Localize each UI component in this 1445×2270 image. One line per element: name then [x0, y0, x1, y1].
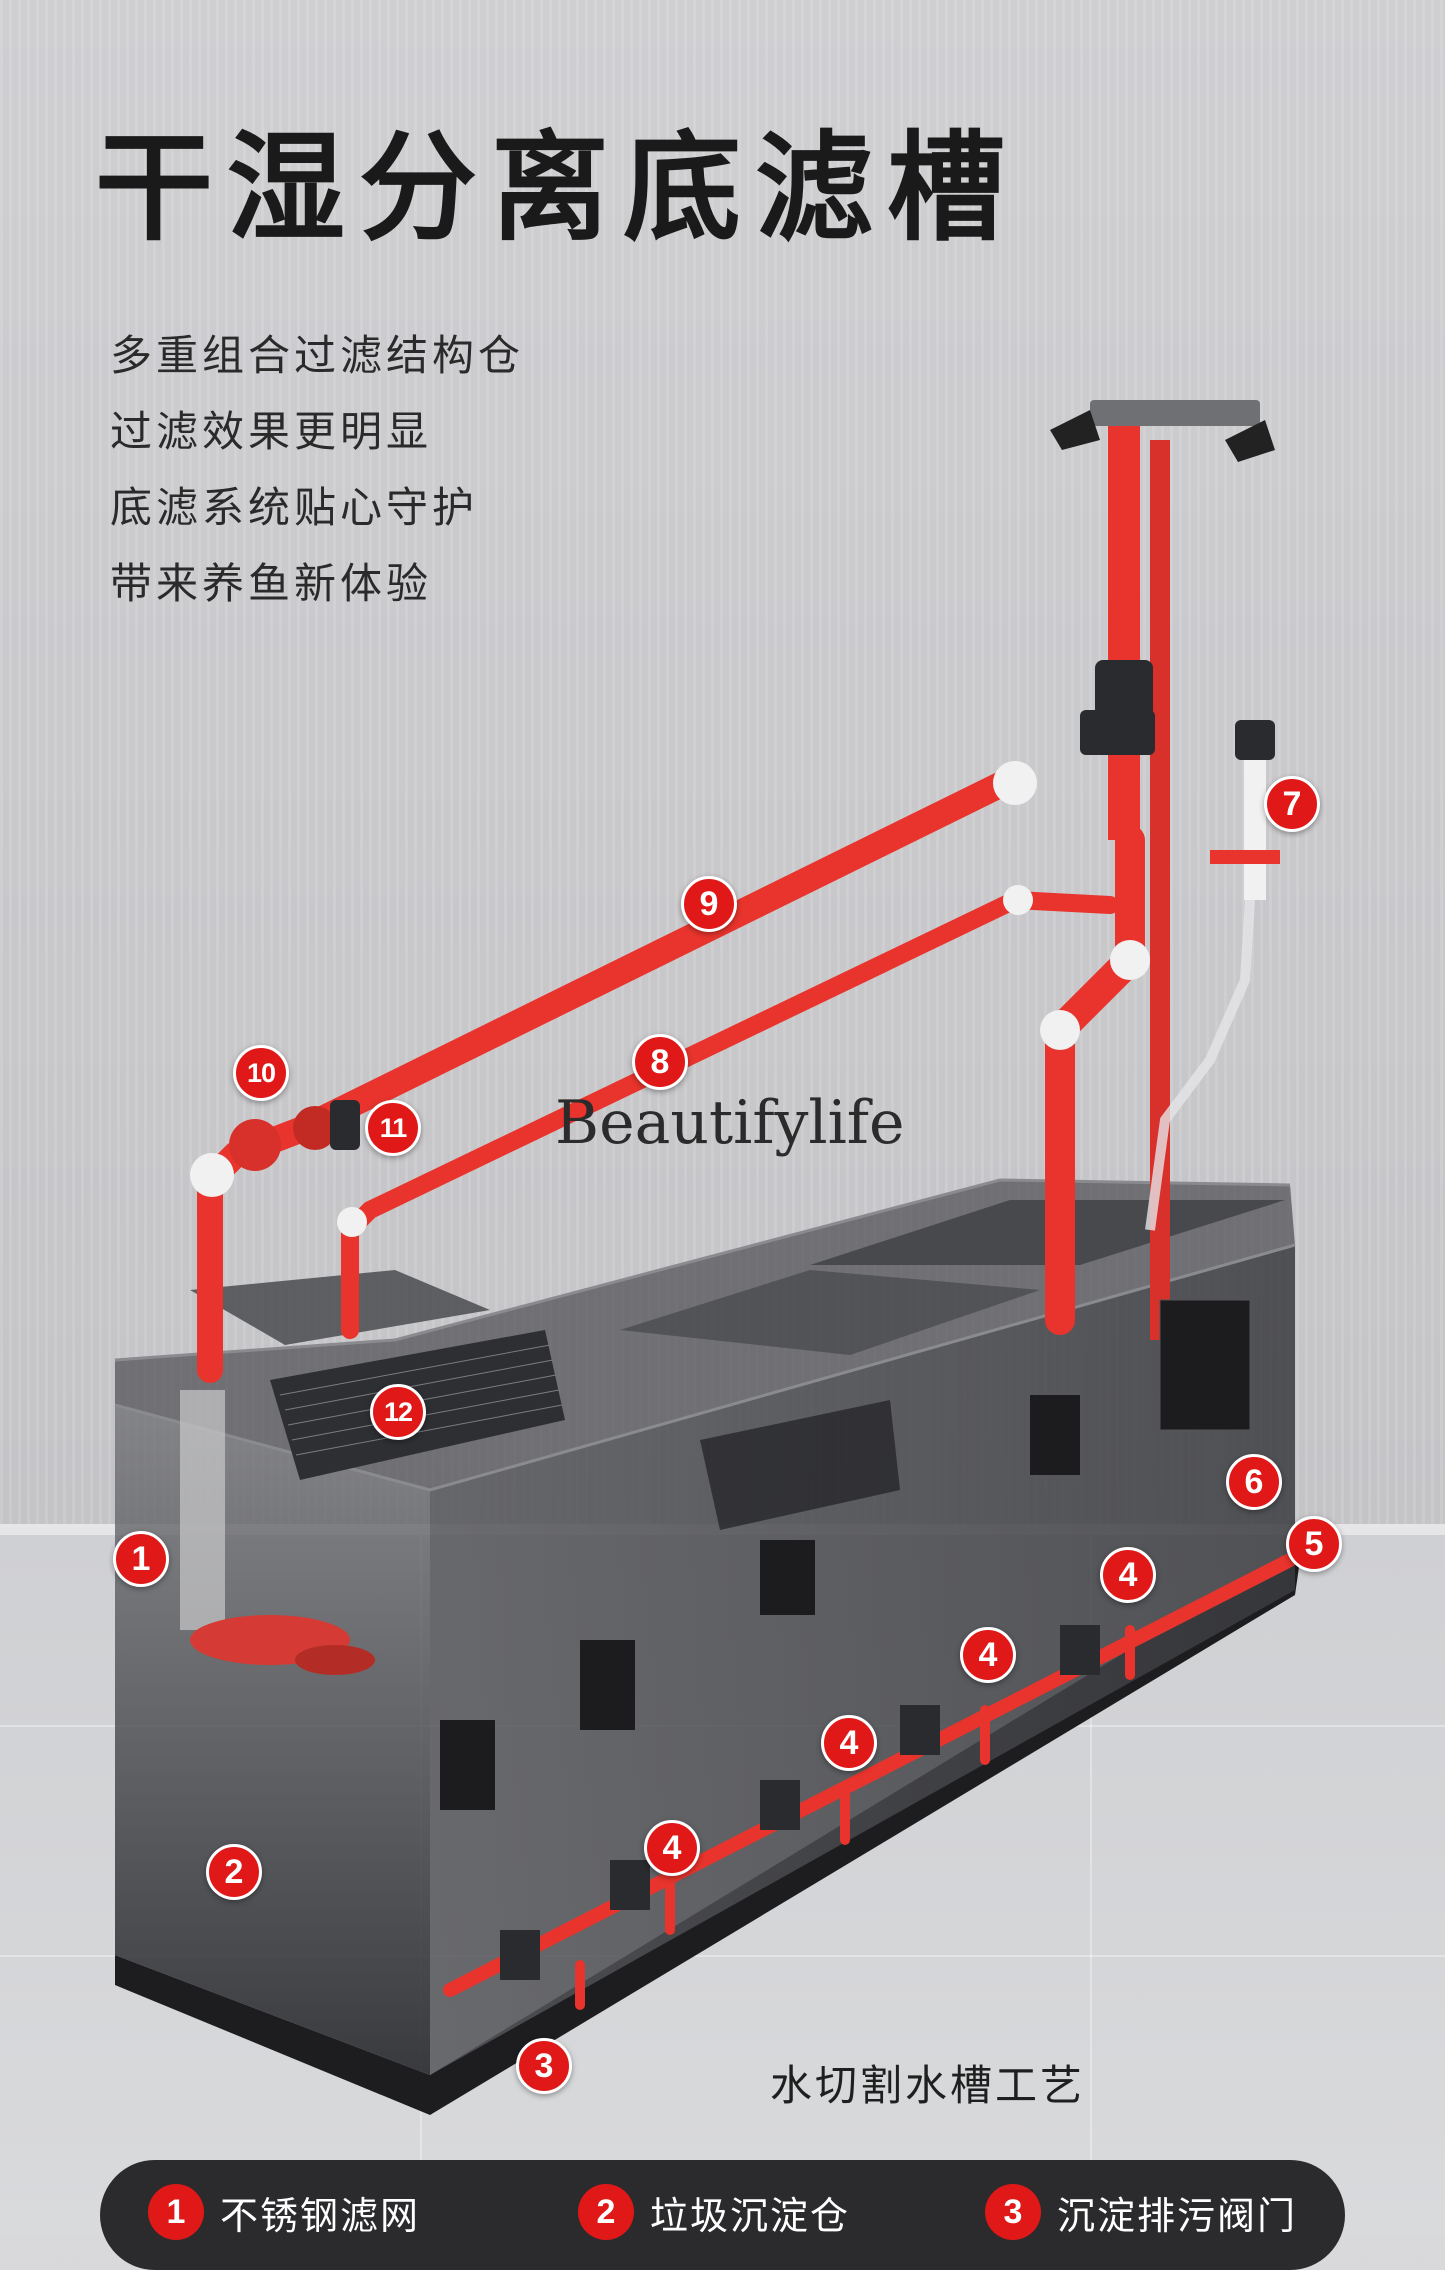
return-pipe-lower: [341, 890, 1119, 1339]
callout-badge: 8: [632, 1034, 688, 1090]
feature-line: 多重组合过滤结构仓: [110, 331, 525, 380]
callout-badge: 4: [1100, 1547, 1156, 1603]
callout-badge: 2: [206, 1844, 262, 1900]
callout-badge: 10: [233, 1045, 289, 1101]
feature-line: 带来养鱼新体验: [110, 559, 433, 608]
callout-badge: 11: [365, 1100, 421, 1156]
legend-label: 不锈钢滤网: [220, 2193, 421, 2238]
drain-manifold: [443, 1553, 1297, 1997]
callout-badge: 7: [1264, 776, 1320, 832]
legend-item: 3 沉淀排污阀门: [985, 2184, 1297, 2240]
legend-label: 垃圾沉淀仓: [650, 2193, 851, 2238]
callout-badge: 6: [1226, 1454, 1282, 1510]
watermark: Beautifylife: [555, 1088, 905, 1158]
callout-badge: 5: [1286, 1516, 1342, 1572]
drain-valves: [500, 1625, 1100, 1980]
process-caption: 水切割水槽工艺: [770, 2061, 1086, 2110]
feature-list: 多重组合过滤结构仓 过滤效果更明显 底滤系统贴心守护 带来养鱼新体验: [110, 318, 524, 622]
feature-line: 底滤系统贴心守护: [110, 483, 479, 532]
legend-number: 3: [985, 2184, 1041, 2240]
legend-number: 2: [578, 2184, 634, 2240]
callout-badge: 4: [644, 1820, 700, 1876]
legend-label: 沉淀排污阀门: [1057, 2193, 1298, 2238]
callout-badge: 9: [681, 876, 737, 932]
callout-badge: 4: [821, 1715, 877, 1771]
callout-badge: 3: [516, 2038, 572, 2094]
legend-number: 1: [148, 2184, 204, 2240]
callout-badge: 4: [960, 1627, 1016, 1683]
page-title: 干湿分离底滤槽: [95, 119, 1020, 257]
callout-badge: 12: [370, 1384, 426, 1440]
legend-item: 1 不锈钢滤网: [148, 2184, 420, 2240]
feature-line: 过滤效果更明显: [110, 407, 433, 456]
callout-badge: 1: [113, 1531, 169, 1587]
legend-item: 2 垃圾沉淀仓: [578, 2184, 850, 2240]
pump-riser: [1108, 420, 1140, 840]
